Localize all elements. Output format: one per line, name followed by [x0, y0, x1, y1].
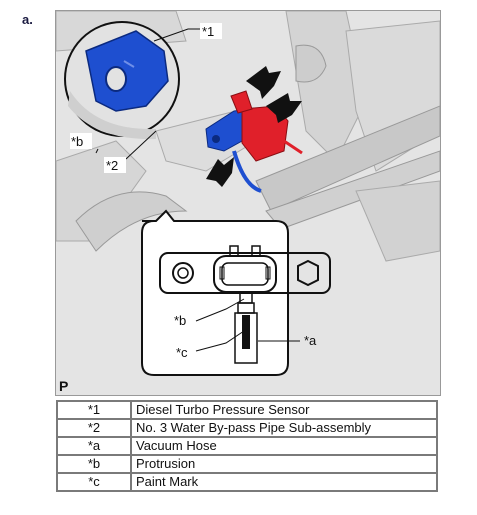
legend-text: Protrusion [130, 454, 438, 474]
table-row: *2 No. 3 Water By-pass Pipe Sub-assembly [56, 418, 438, 438]
legend-key: *1 [56, 400, 132, 420]
legend-table: *1 Diesel Turbo Pressure Sensor *2 No. 3… [56, 400, 438, 492]
legend-text: Paint Mark [130, 472, 438, 492]
legend-key: *a [56, 436, 132, 456]
red-connector [230, 90, 303, 162]
step-label: a. [22, 12, 33, 27]
callout-b-detail: *b [174, 313, 186, 328]
detail-inset [141, 209, 331, 376]
magnified-inset [64, 21, 180, 140]
callout-2: *2 [106, 158, 118, 173]
legend-key: *c [56, 472, 132, 492]
callout-b: *b [71, 134, 83, 149]
callout-1: *1 [202, 24, 214, 39]
legend-text: Diesel Turbo Pressure Sensor [130, 400, 438, 420]
table-row: *a Vacuum Hose [56, 436, 438, 456]
legend-text: Vacuum Hose [130, 436, 438, 456]
table-row: *b Protrusion [56, 454, 438, 474]
legend-text: No. 3 Water By-pass Pipe Sub-assembly [130, 418, 438, 438]
service-illustration: *1 *b *2 *b *c *a P [55, 10, 441, 396]
table-row: *c Paint Mark [56, 472, 438, 492]
callout-a: *a [304, 333, 317, 348]
arrow-icon [206, 66, 302, 187]
vacuum-hose [232, 150, 262, 193]
legend-key: *2 [56, 418, 132, 438]
callout-c: *c [176, 345, 188, 360]
leader-lines [95, 28, 202, 160]
corner-letter: P [59, 378, 68, 394]
table-row: *1 Diesel Turbo Pressure Sensor [56, 400, 438, 420]
legend-key: *b [56, 454, 132, 474]
